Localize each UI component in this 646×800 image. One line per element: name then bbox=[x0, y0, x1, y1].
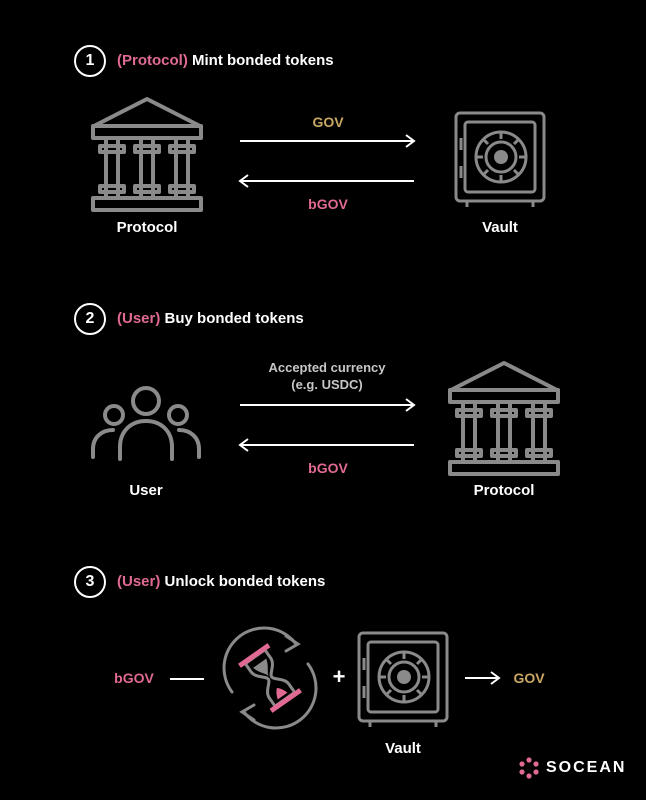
step-2-left-label: User bbox=[129, 482, 163, 499]
step-2-action: Buy bonded tokens bbox=[160, 310, 304, 327]
right-arrow-icon bbox=[240, 398, 416, 412]
step-3-output-token: GOV bbox=[513, 670, 545, 686]
step-1-title: (Protocol) Mint bonded tokens bbox=[117, 52, 334, 69]
step-3-title: (User) Unlock bonded tokens bbox=[117, 573, 325, 590]
step-1-number-text: 1 bbox=[85, 52, 95, 69]
step-3-number: 3 bbox=[74, 566, 106, 598]
step-2-actor: (User) bbox=[117, 310, 161, 327]
bank-icon bbox=[91, 97, 203, 212]
vault-icon bbox=[357, 631, 449, 727]
step-2-currency-note-line-1: Accepted currency bbox=[268, 360, 386, 375]
step-1-action: Mint bonded tokens bbox=[187, 52, 334, 69]
socean-logo-icon bbox=[519, 757, 539, 779]
step-3-actor: (User) bbox=[117, 573, 161, 590]
step-2-number: 2 bbox=[74, 303, 106, 335]
step-1-left-label: Protocol bbox=[116, 219, 178, 236]
step-1-number: 1 bbox=[74, 45, 106, 77]
step-2-right-label: Protocol bbox=[473, 482, 535, 499]
step-3-vault-label: Vault bbox=[385, 740, 421, 757]
step-2-title: (User) Buy bonded tokens bbox=[117, 310, 304, 327]
step-3-input-token: bGOV bbox=[114, 670, 154, 686]
left-arrow-icon bbox=[238, 174, 414, 188]
step-1-right-label: Vault bbox=[482, 219, 518, 236]
left-arrow-icon bbox=[238, 438, 414, 452]
step-2-currency-note: Accepted currency (e.g. USDC) bbox=[232, 359, 422, 393]
step-3-number-text: 3 bbox=[85, 573, 95, 590]
hourglass-icon bbox=[222, 626, 318, 730]
right-arrow-icon bbox=[465, 671, 501, 685]
right-arrow-icon bbox=[240, 134, 416, 148]
step-2-currency-note-line-2: (e.g. USDC) bbox=[291, 377, 363, 392]
step-1-top-token: GOV bbox=[312, 114, 344, 130]
plus-sign: + bbox=[332, 664, 346, 689]
step-1-bottom-token: bGOV bbox=[308, 196, 348, 212]
step-2-number-text: 2 bbox=[85, 310, 95, 327]
step-3-action: Unlock bonded tokens bbox=[160, 573, 326, 590]
step-2-bottom-token: bGOV bbox=[308, 460, 348, 476]
step-1-actor: (Protocol) bbox=[117, 52, 188, 69]
dash-line bbox=[170, 678, 204, 680]
brand-name: SOCEAN bbox=[546, 759, 627, 776]
vault-icon bbox=[454, 111, 546, 207]
bank-icon bbox=[448, 361, 560, 476]
users-icon bbox=[91, 386, 201, 461]
